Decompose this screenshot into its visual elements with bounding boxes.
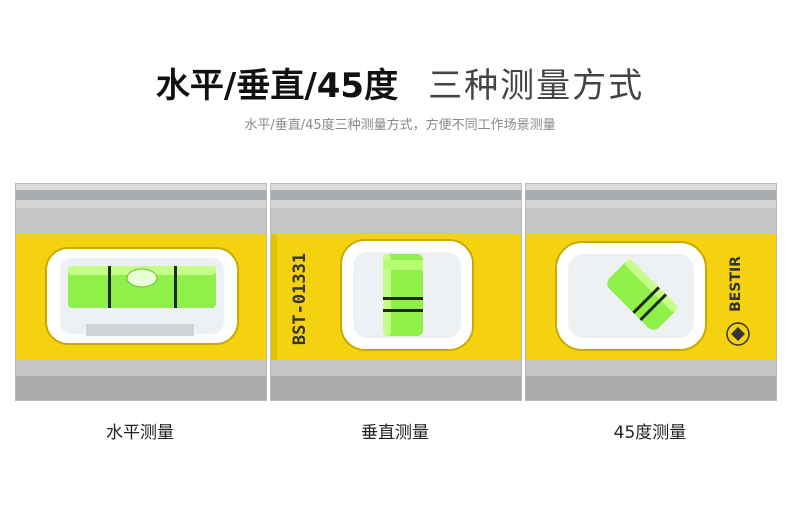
model-number-text: BST-01331 [290,253,310,345]
brand-text: BESTIR [728,256,744,312]
page-subtitle: 水平/垂直/45度三种测量方式，方便不同工作场景测量 [244,118,556,133]
page-title-light: 三种测量方式 [428,66,645,106]
45-degree-level-photo: BESTIR [525,183,777,401]
vertical-level-photo: BST-01331 [270,183,522,401]
horizontal-level-photo [15,183,267,401]
caption-vertical: 垂直测量 [361,423,429,443]
caption-45-degree: 45度测量 [613,423,687,443]
brand-logo-icon [726,322,750,346]
caption-horizontal: 水平测量 [106,423,174,443]
page-title-bold: 水平/垂直/45度 [155,66,399,106]
page-title: 水平/垂直/45度三种测量方式 [0,58,800,107]
